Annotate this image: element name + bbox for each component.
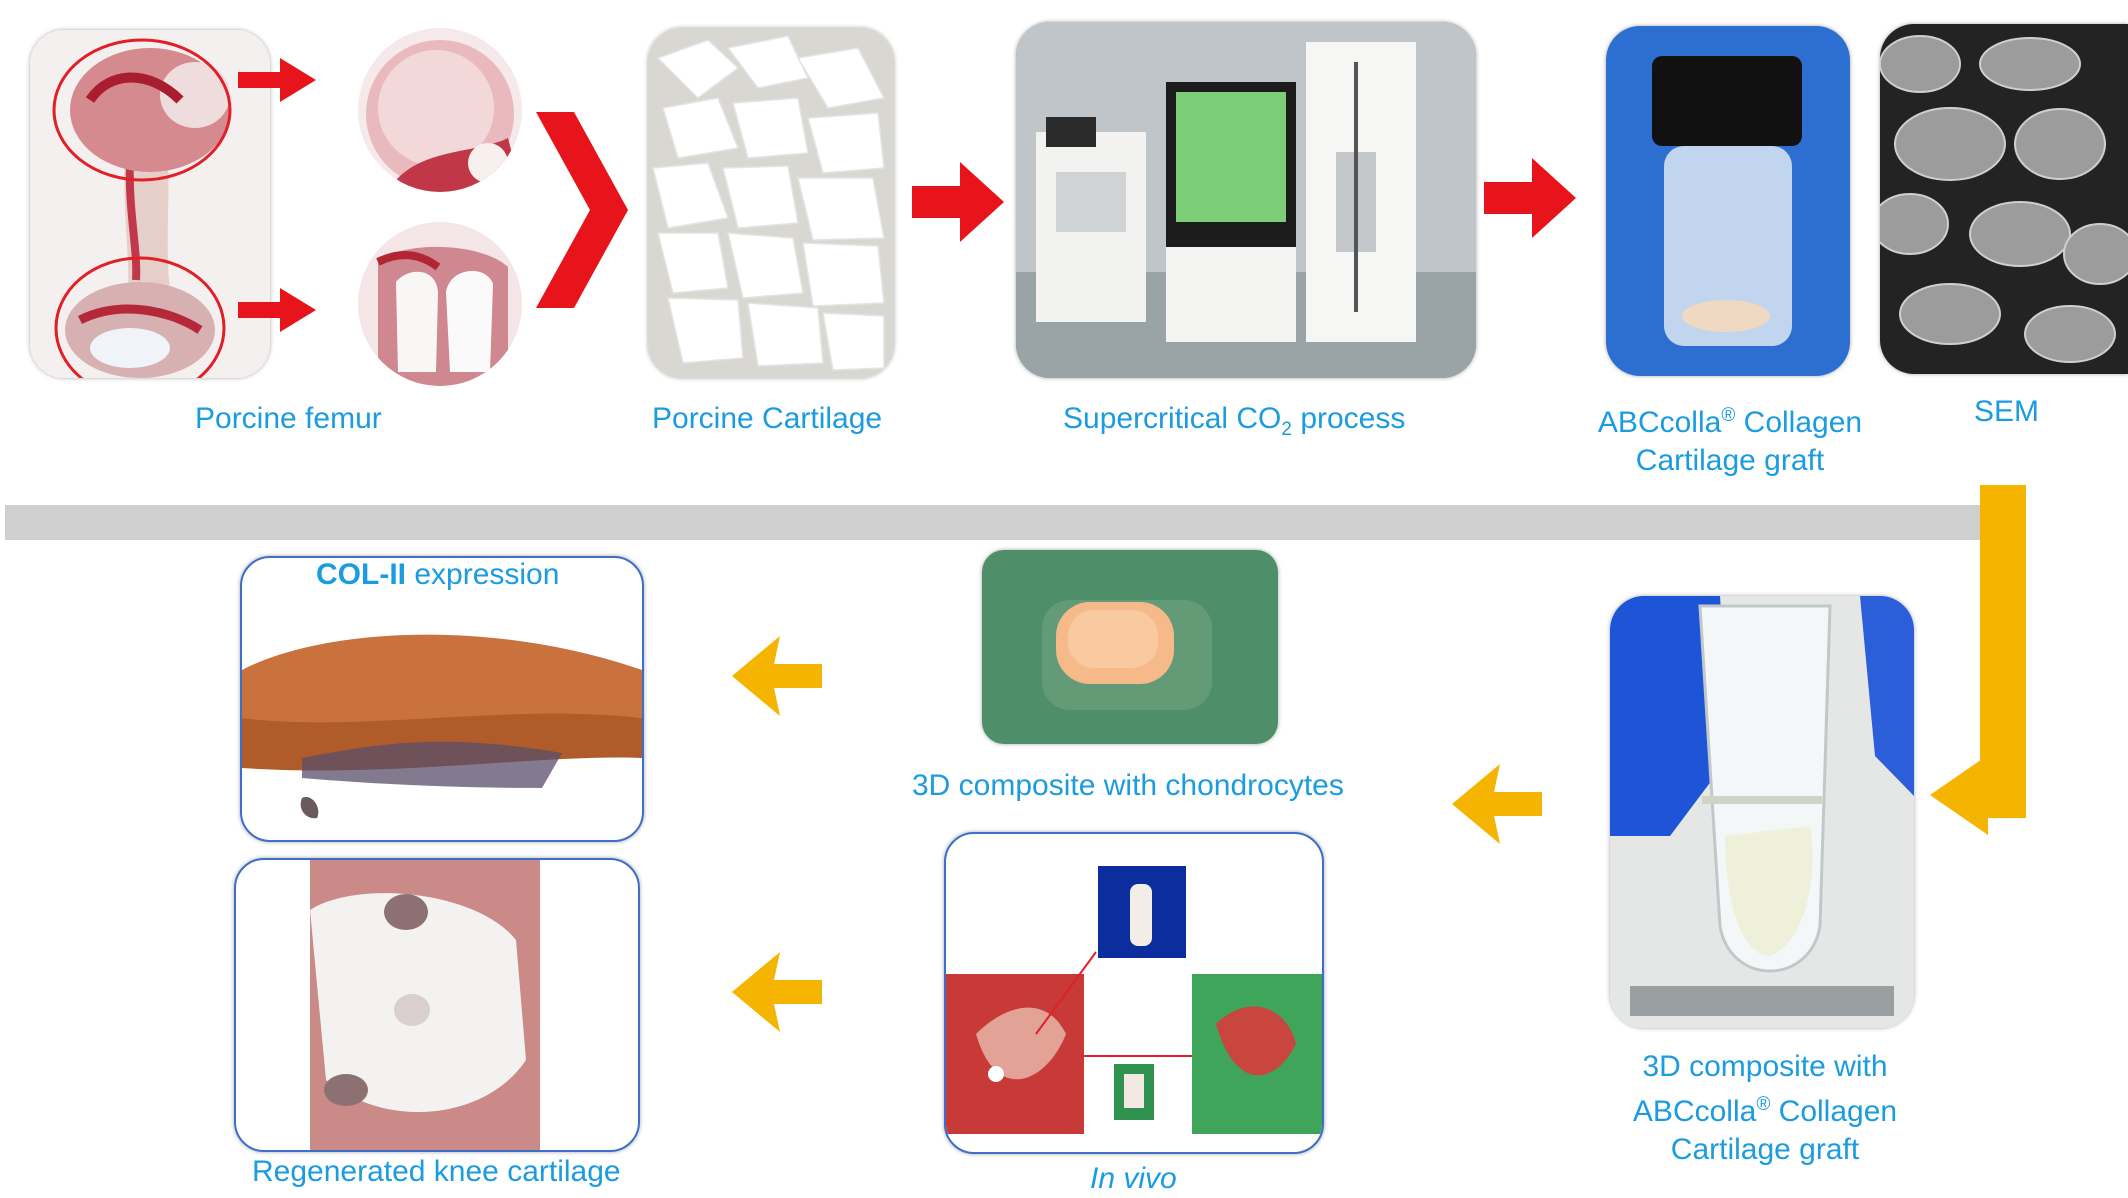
supercritical-co2-photo — [1016, 22, 1476, 378]
in-vivo-caption-text: In vivo — [1090, 1162, 1177, 1195]
divider-band — [5, 505, 2025, 541]
in-vivo-photo — [944, 832, 1324, 1154]
abccolla-caption-line1-suffix: Collagen — [1735, 406, 1863, 439]
sem-photo — [1880, 24, 2128, 374]
col2-caption: COL-II expression — [316, 556, 559, 594]
arrow-down-left-icon — [1930, 485, 2070, 875]
porcine-femur-photo — [30, 30, 270, 378]
col2-caption-bold: COL-II — [316, 558, 406, 591]
sem-caption: SEM — [1974, 395, 2040, 428]
femoral-condyle-photo — [358, 222, 522, 386]
composite-graft-caption-line3: Cartilage graft — [1670, 1133, 1860, 1166]
arrow-left-icon — [732, 636, 822, 716]
supercritical-caption-suffix: process — [1291, 402, 1406, 435]
composite-chondrocytes-caption: 3D composite with chondrocytes — [912, 769, 1344, 802]
chevron-merge-icon — [536, 112, 628, 308]
composite-chondrocytes-photo — [982, 550, 1278, 744]
abccolla-caption-line1-prefix: ABCcolla — [1597, 406, 1722, 439]
supercritical-caption: Supercritical CO2 process — [1063, 400, 1405, 449]
porcine-cartilage-caption: Porcine Cartilage — [652, 402, 883, 435]
porcine-cartilage-photo — [648, 28, 894, 378]
composite-graft-caption: 3D composite with ABCcolla® Collagen Car… — [1620, 1048, 1910, 1169]
composite-graft-caption-line1: 3D composite with — [1642, 1050, 1888, 1083]
col2-expression-photo — [240, 556, 644, 842]
abccolla-caption-line2: Cartilage graft — [1635, 444, 1825, 477]
arrow-right-icon — [1484, 158, 1576, 238]
registered-mark: ® — [1721, 405, 1736, 426]
composite-graft-caption-line2-suffix: Collagen — [1770, 1095, 1898, 1128]
porcine-femur-caption: Porcine femur — [195, 402, 382, 435]
abccolla-vial-photo — [1606, 26, 1850, 376]
in-vivo-caption: In vivo — [1090, 1160, 1177, 1198]
femur-bone-image — [30, 30, 270, 378]
col2-caption-rest: expression — [406, 558, 560, 591]
femoral-head-photo — [358, 28, 522, 192]
composite-graft-tube-photo — [1610, 596, 1914, 1028]
supercritical-caption-sub: 2 — [1281, 419, 1292, 440]
arrow-right-icon — [912, 162, 1004, 242]
registered-mark: ® — [1756, 1094, 1771, 1115]
regenerated-cartilage-photo — [234, 858, 640, 1152]
regenerated-caption: Regenerated knee cartilage — [252, 1155, 621, 1188]
arrow-right-icon — [238, 58, 318, 102]
arrow-left-icon — [1452, 764, 1542, 844]
arrow-left-icon — [732, 952, 822, 1032]
arrow-right-icon — [238, 288, 318, 332]
composite-graft-caption-line2-prefix: ABCcolla — [1632, 1095, 1757, 1128]
abccolla-caption: ABCcolla® Collagen Cartilage graft — [1590, 397, 1870, 480]
supercritical-caption-prefix: Supercritical CO — [1063, 402, 1282, 435]
